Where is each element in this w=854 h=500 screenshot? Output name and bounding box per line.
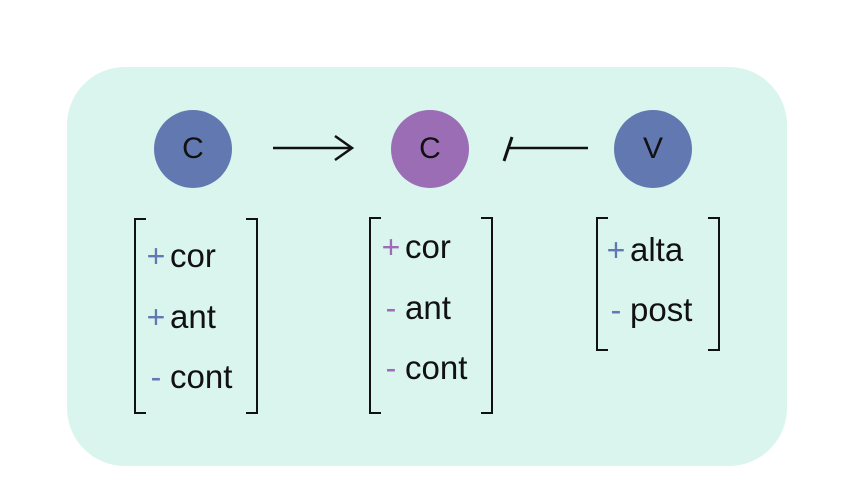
feature-name: cor: [170, 237, 216, 274]
arrow-left-to-middle: [273, 134, 355, 162]
bracket-right: [481, 217, 493, 414]
feature-sign: +: [606, 231, 626, 268]
feature-sign: +: [381, 228, 401, 265]
feature-name: post: [630, 291, 693, 328]
vowel-node-right: V: [614, 110, 692, 188]
feature-row: +alta: [602, 230, 720, 270]
node-label: V: [642, 132, 663, 165]
bracket-right: [246, 218, 258, 414]
feature-row: -ant: [377, 288, 493, 328]
feature-row: +cor: [142, 236, 258, 276]
feature-sign: +: [146, 237, 166, 274]
feature-row: -post: [602, 290, 720, 330]
feature-name: cor: [405, 228, 451, 265]
feature-name: cont: [170, 358, 233, 395]
blocked-arrow-right-to-middle: [502, 136, 588, 162]
node-label: C: [419, 132, 441, 165]
consonant-node-left: C: [154, 110, 232, 188]
bracket-left: [134, 218, 146, 414]
feature-row: +cor: [377, 227, 493, 267]
feature-name: cont: [405, 349, 468, 386]
feature-matrix-right: +alta -post: [596, 217, 720, 351]
feature-sign: -: [385, 289, 397, 326]
feature-name: ant: [170, 298, 216, 335]
consonant-node-middle: C: [391, 110, 469, 188]
feature-row: -cont: [377, 348, 493, 388]
node-label: C: [182, 132, 204, 165]
feature-sign: +: [146, 298, 166, 335]
feature-row: -cont: [142, 357, 258, 397]
bracket-left: [369, 217, 381, 414]
feature-name: alta: [630, 231, 684, 268]
feature-name: ant: [405, 289, 451, 326]
feature-matrix-left: +cor +ant -cont: [134, 218, 258, 414]
feature-row: +ant: [142, 297, 258, 337]
feature-sign: -: [385, 349, 397, 386]
bracket-left: [596, 217, 608, 351]
bracket-right: [708, 217, 720, 351]
feature-sign: -: [150, 358, 162, 395]
feature-matrix-middle: +cor -ant -cont: [369, 217, 493, 414]
feature-sign: -: [610, 291, 622, 328]
